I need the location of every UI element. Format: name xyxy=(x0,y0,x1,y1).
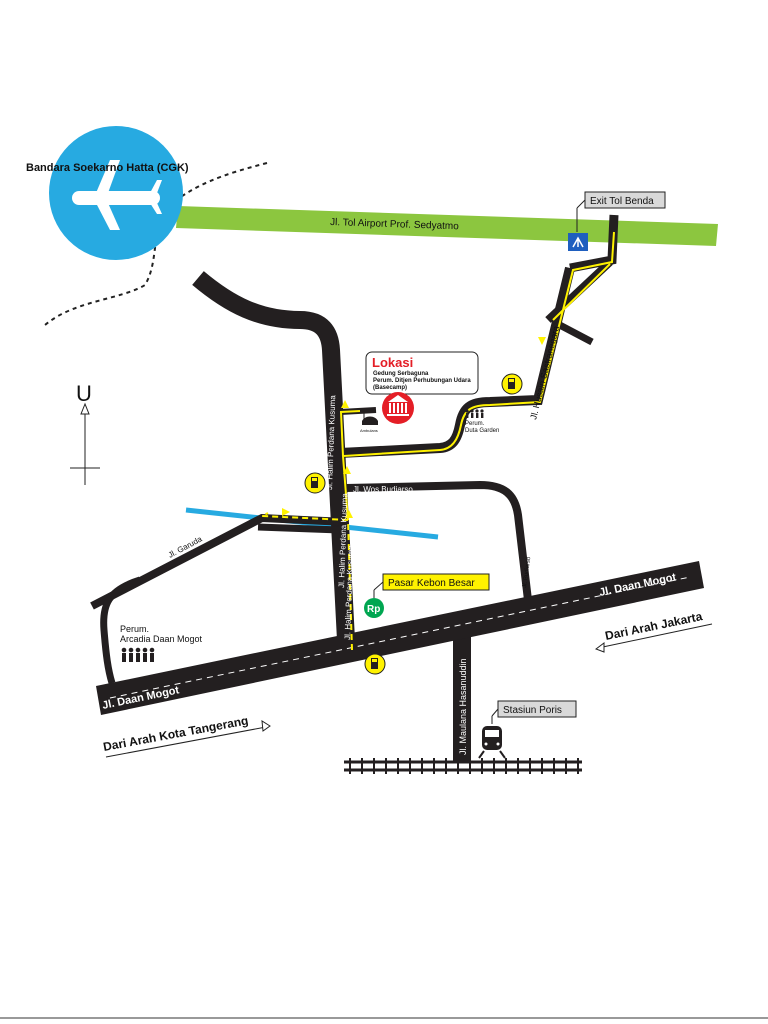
road-label-halim-lower: Jl. Halim Perdana Kusuma xyxy=(343,545,355,641)
route-arrows xyxy=(282,337,546,518)
road-wos xyxy=(345,480,532,601)
exit-toll-label: Exit Tol Benda xyxy=(590,196,654,207)
gas-station-icon xyxy=(304,472,326,494)
gas-station-icon xyxy=(501,373,523,395)
north-arrow xyxy=(70,402,100,485)
ambulance-icon xyxy=(362,413,378,425)
duta-label-1: Perum. xyxy=(465,421,485,427)
from-jakarta-indicator xyxy=(594,623,713,653)
arcadia-label-1: Perum. xyxy=(120,624,149,634)
road-ramp-spur xyxy=(552,318,594,346)
pasar-callout: Pasar Kebon Besar Rp xyxy=(364,573,490,618)
from-tangerang-indicator xyxy=(105,720,271,758)
arcadia-people-icon xyxy=(121,647,155,662)
money-icon xyxy=(364,598,384,618)
lokasi-title: Lokasi xyxy=(372,355,413,370)
duta-label-2: Duta Garden xyxy=(465,428,499,434)
money-icon-text: Rp xyxy=(367,604,380,615)
road-label-maulana: Jl. Maulana Hasanuddin xyxy=(458,658,468,755)
road-label-wos: Jl. Wos Budiarso xyxy=(353,485,413,494)
gas-station-icon xyxy=(364,653,386,675)
ambulance-label: Ambulans xyxy=(360,428,378,433)
from-tangerang-label: Dari Arah Kota Tangerang xyxy=(102,713,249,754)
road-garuda xyxy=(90,513,347,610)
from-jakarta-label: Dari Arah Jakarta xyxy=(604,609,704,643)
arcadia-label-2: Arcadia Daan Mogot xyxy=(120,634,203,644)
train-icon xyxy=(478,726,506,759)
road-label-halim-upper: Jl. Halim Perdana Kusuma xyxy=(325,395,337,491)
lokasi-line-3: (Basecamp) xyxy=(373,385,407,391)
lokasi-callout: Lokasi Gedung Serbaguna Perum. Ditjen Pe… xyxy=(365,351,479,424)
duta-garden-people-icon xyxy=(465,409,484,418)
road-ramp-diagonal xyxy=(545,259,613,323)
north-label: U xyxy=(76,381,92,406)
airplane-icon xyxy=(72,160,162,230)
airport-boundary-line xyxy=(44,162,268,326)
pasar-label: Pasar Kebon Besar xyxy=(388,578,475,589)
suggested-route xyxy=(258,231,615,651)
stasiun-callout: Stasiun Poris xyxy=(478,700,577,759)
exit-toll-marker: Exit Tol Benda xyxy=(568,191,666,251)
road-label-budiarso: Jl. Budiarso xyxy=(522,556,532,589)
stasiun-label: Stasiun Poris xyxy=(503,705,562,716)
lokasi-line-2: Perum. Ditjen Perhubungan Udara xyxy=(373,378,471,384)
road-label-halim-middle: Jl. Halim Perdana Kusuma xyxy=(337,493,349,589)
road-halim xyxy=(192,271,355,641)
road-garuda-lower xyxy=(257,523,341,534)
airport-label: Bandara Soekarno Hatta (CGK) xyxy=(26,162,189,174)
road-arcadia xyxy=(100,576,142,685)
road-daan-mogot xyxy=(96,561,704,715)
airport-marker xyxy=(49,126,183,260)
railway xyxy=(344,758,582,774)
toll-road-label: Jl. Tol Airport Prof. Sedyatmo xyxy=(330,217,459,232)
lokasi-line-1: Gedung Serbaguna xyxy=(373,371,429,377)
lokasi-box xyxy=(365,351,479,395)
